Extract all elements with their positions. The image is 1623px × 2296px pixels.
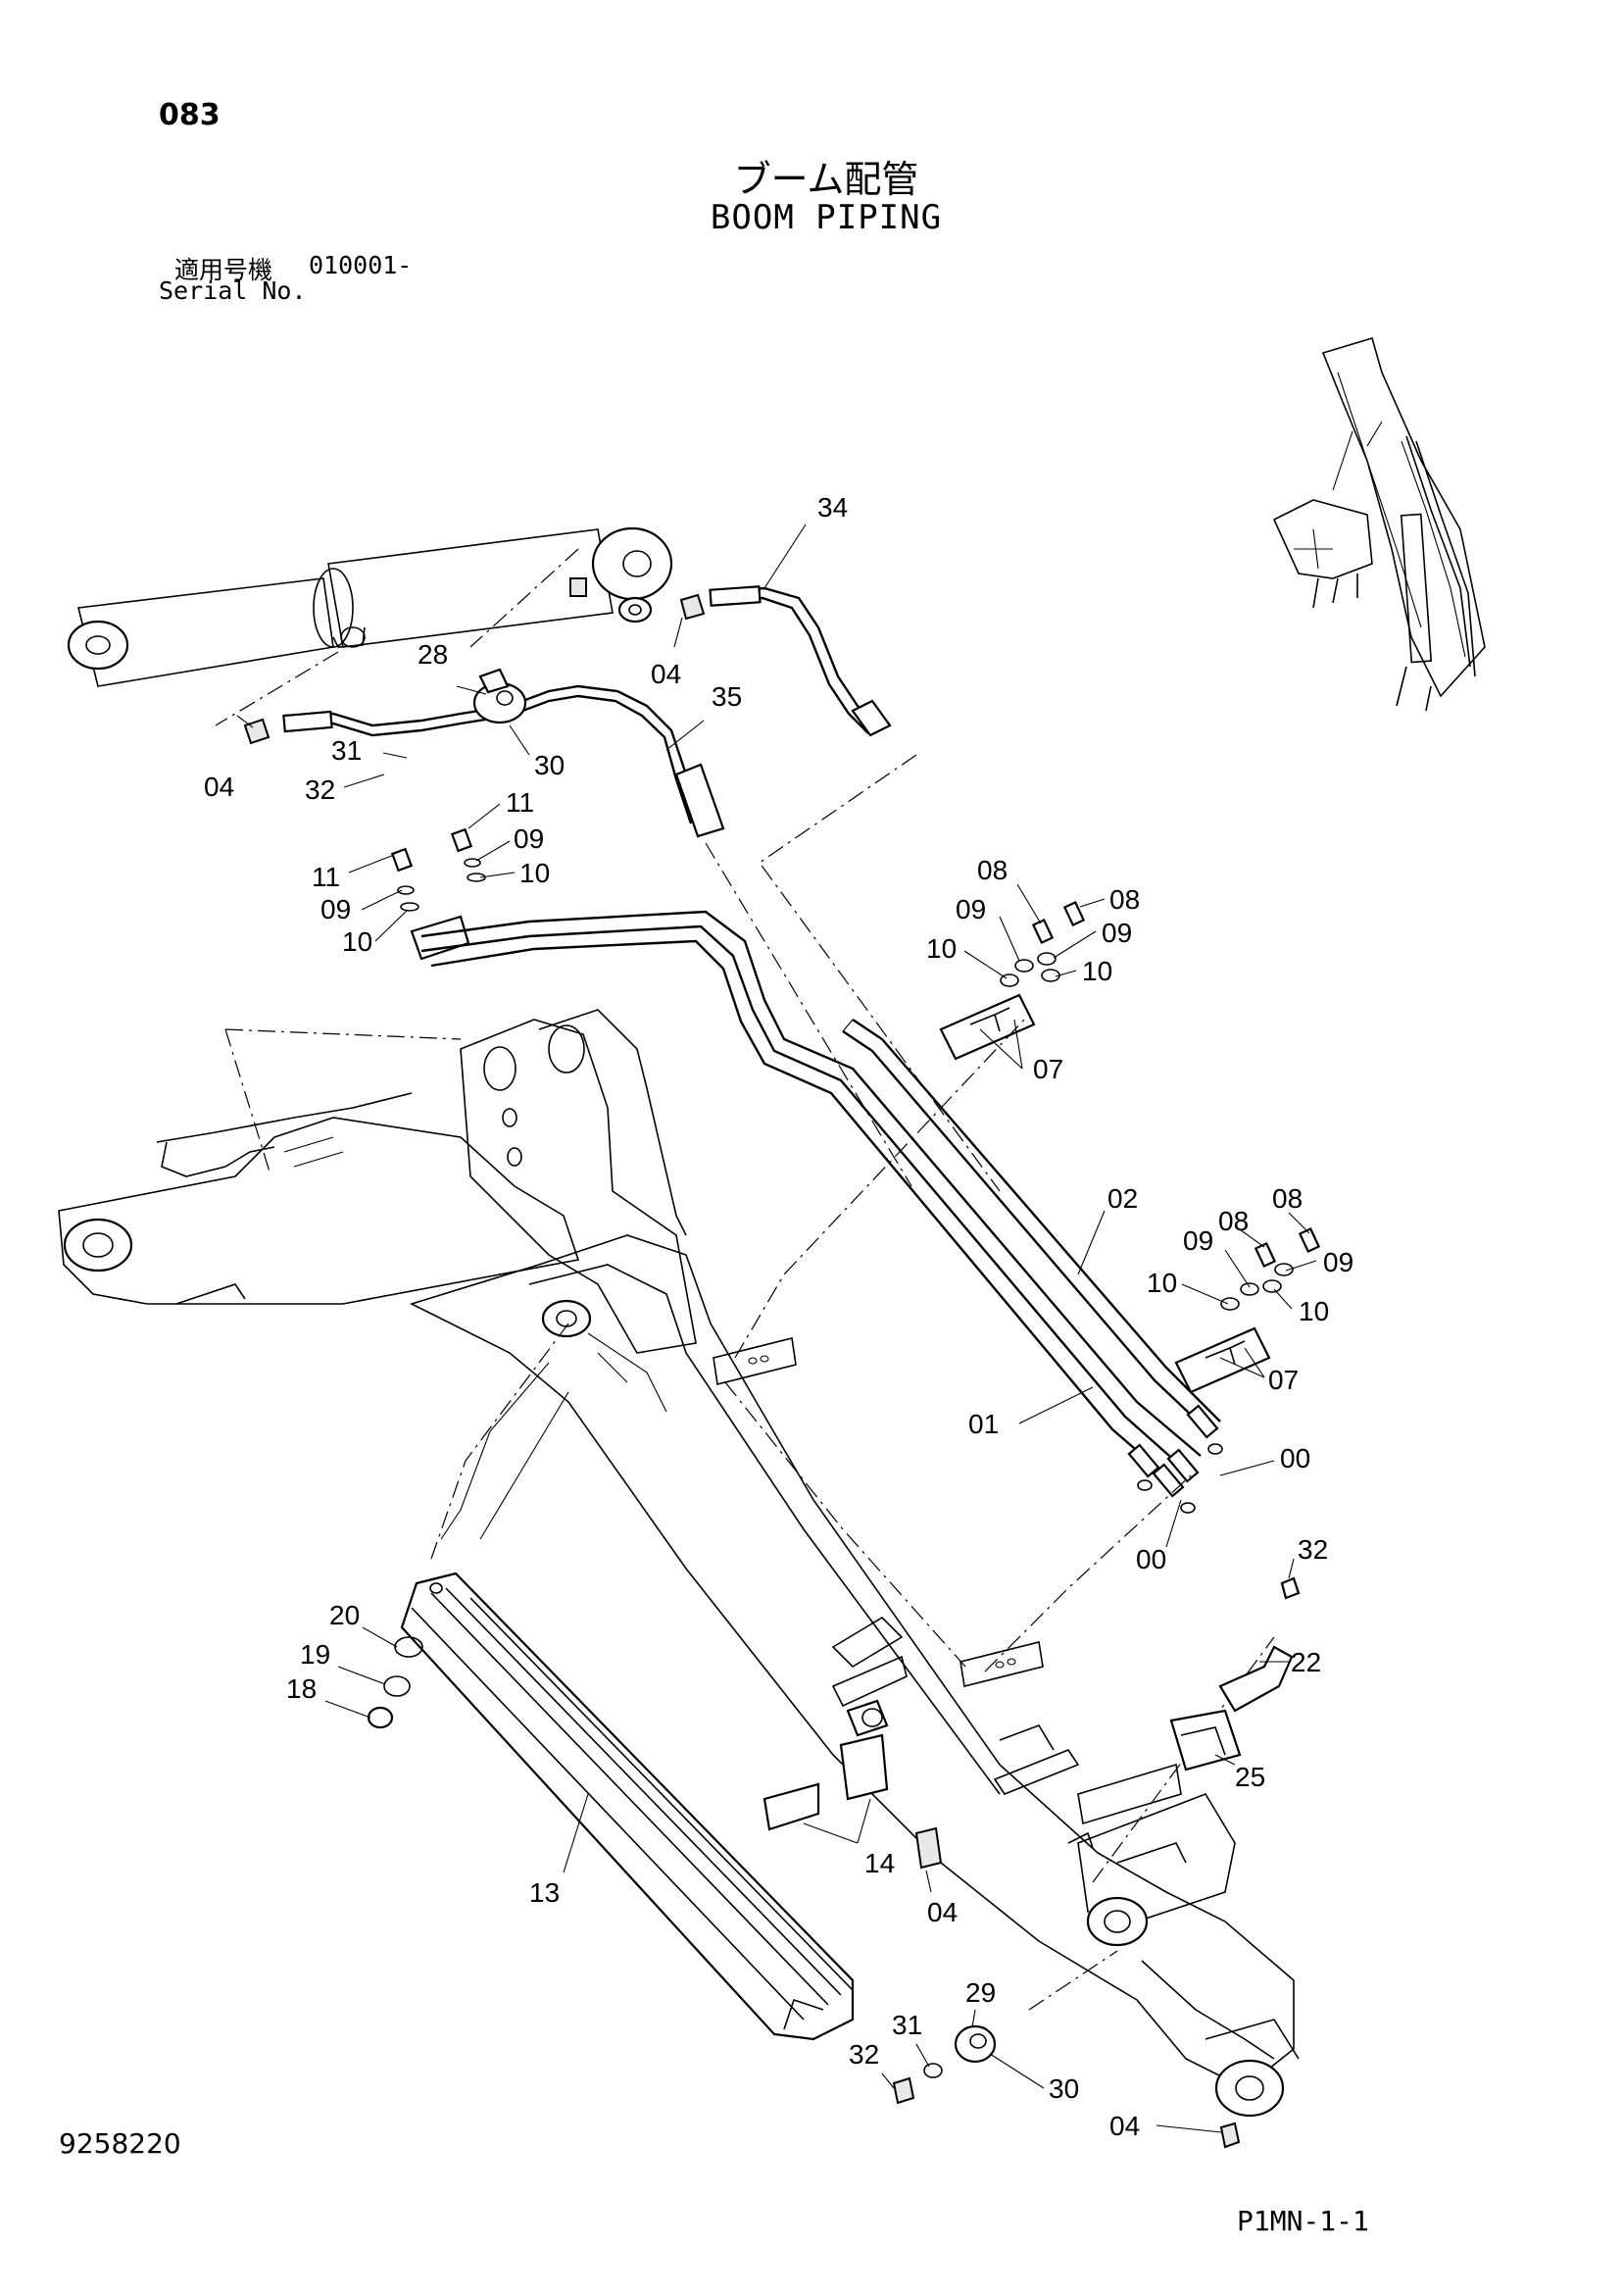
part-callouts: 34 28 04 35 31 30 32 04 11 09 10 11 09 1… [204,492,1353,2141]
pipe-clamps [939,900,1321,1394]
part-label: 10 [519,858,550,888]
part-label: 18 [286,1673,317,1704]
part-label: 31 [331,735,362,766]
serial-label: Serial No. [159,276,307,305]
part-label: 11 [312,862,340,892]
part-label: 20 [329,1600,360,1630]
part-label: 34 [817,492,848,523]
excavator-inset-thumbnail [1272,337,1486,712]
boom-pipes [420,910,1223,1514]
part-label: 04 [204,772,234,802]
part-label: 09 [1183,1225,1213,1256]
part-label: 10 [1082,956,1112,986]
reference-code: P1MN-1-1 [1237,2205,1369,2237]
part-label: 14 [864,1848,895,1878]
part-label: 08 [1272,1183,1303,1214]
part-label: 30 [1049,2073,1079,2104]
part-label: 09 [1102,918,1132,948]
guard-cover [367,1572,855,2041]
part-label: 30 [534,750,565,780]
part-label: 25 [1235,1762,1265,1792]
part-label: 22 [1291,1647,1321,1677]
serial-number-value: 010001- [309,251,413,279]
part-label: 00 [1280,1443,1310,1473]
page-code: 083 [159,98,221,132]
part-label: 00 [1136,1544,1166,1574]
part-label: 35 [712,681,742,712]
part-label: 04 [651,659,681,689]
boom-structure [58,1009,1300,2118]
part-label: 04 [927,1897,958,1927]
part-label: 19 [300,1639,330,1670]
serial-label-japanese: 適用号機 [174,256,273,284]
part-label: 32 [849,2039,879,2070]
lower-brackets [762,1576,1301,2149]
part-label: 02 [1107,1183,1138,1214]
part-label: 11 [506,787,534,818]
part-label: 28 [418,639,448,670]
document-number: 9258220 [59,2127,181,2160]
part-label: 10 [926,933,957,964]
part-label: 10 [342,926,372,957]
part-label: 32 [1298,1534,1328,1565]
part-label: 09 [320,894,351,924]
arm-cylinder [67,526,673,726]
part-label: 08 [1109,884,1140,915]
page-title-japanese: ブーム配管 [733,158,919,201]
part-label: 09 [1323,1247,1353,1277]
part-label: 08 [1218,1206,1249,1236]
part-label: 07 [1268,1365,1299,1395]
part-label: 10 [1147,1268,1177,1298]
callout-leaders [236,524,1317,2133]
part-label: 09 [514,824,544,854]
part-label: 04 [1109,2111,1140,2141]
page-title: BOOM PIPING [710,198,943,237]
part-label: 32 [305,774,335,805]
part-label: 10 [1299,1296,1329,1326]
hose-assemblies [243,585,1001,1192]
part-label: 31 [892,2010,922,2040]
part-label: 29 [965,1977,996,2008]
part-label: 01 [968,1409,999,1439]
part-label: 13 [529,1877,560,1908]
part-label: 08 [977,855,1008,885]
part-label: 09 [956,894,986,924]
top-clamp-hardware [390,827,486,961]
part-label: 07 [1033,1054,1063,1084]
